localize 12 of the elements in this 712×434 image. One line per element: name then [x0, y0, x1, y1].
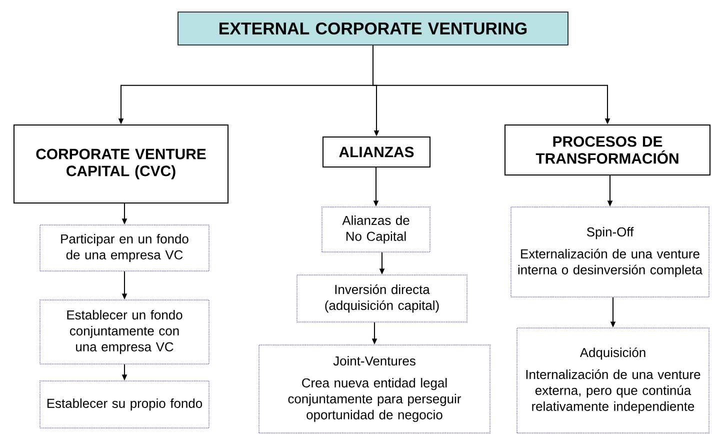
- category-box: ALIANZAS: [322, 136, 430, 168]
- item-box: Establecer su propio fondo: [40, 380, 210, 428]
- item-box: Alianzas de No Capital: [322, 206, 430, 252]
- category-box: PROCESOS DE TRANSFORMACIÓN: [504, 124, 710, 176]
- title-box: EXTERNAL CORPORATE VENTURING: [178, 12, 568, 46]
- item-box: Adquisición Internalización de una venture externa, pero que continúa relativamente independiente: [516, 328, 710, 434]
- item-box: Participar en un fondo de una empresa VC: [40, 224, 210, 272]
- item-box: Spin-Off Externalización de una venture interna o desinversión completa: [510, 206, 710, 298]
- item-box: Inversión directa (adquisición capital): [296, 274, 468, 322]
- item-box: Establecer un fondo conjuntamente con una empresa VC: [40, 300, 210, 364]
- category-box: CORPORATE VENTURE CAPITAL (CVC): [14, 124, 228, 204]
- item-box: Joint-Ventures Crea nueva entidad legal conjuntamente para perseguir oportunidad de negocio: [258, 344, 490, 434]
